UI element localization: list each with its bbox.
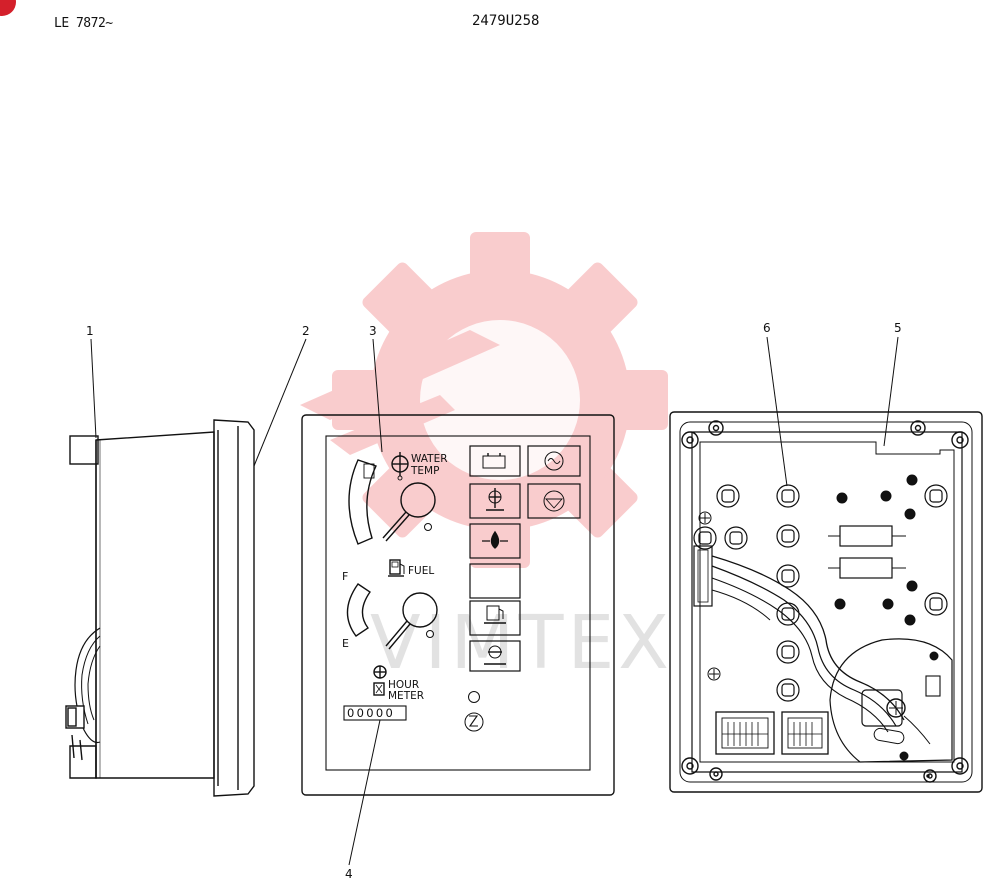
instrument-panel-front	[301, 414, 615, 796]
watermark-text: VIMTEX	[370, 600, 673, 686]
hour-meter-label-line1: HOUR	[388, 679, 419, 691]
header-part-number: 2479U258	[472, 13, 540, 29]
circuit-board-rear	[669, 411, 983, 793]
fuel-full-mark: F	[342, 570, 348, 583]
fuel-label: FUEL	[408, 565, 434, 577]
hour-meter-label-line2: METER	[388, 690, 424, 702]
header-left-code: LE 7872~	[54, 16, 113, 31]
callout-6: 6	[763, 321, 771, 335]
fuel-empty-mark: E	[342, 637, 349, 650]
callout-4: 4	[345, 867, 353, 881]
callout-5: 5	[894, 321, 902, 335]
housing-side-view	[65, 419, 255, 797]
callout-leader-lines	[90, 336, 899, 866]
corner-badge-icon	[0, 0, 16, 16]
water-temp-label-line2: TEMP	[410, 465, 439, 477]
water-temp-label-line1: WATER	[411, 453, 448, 465]
hour-meter-digits: 00000	[347, 706, 395, 720]
callout-3: 3	[369, 324, 377, 338]
callout-2: 2	[302, 324, 310, 338]
callout-1: 1	[86, 324, 94, 338]
